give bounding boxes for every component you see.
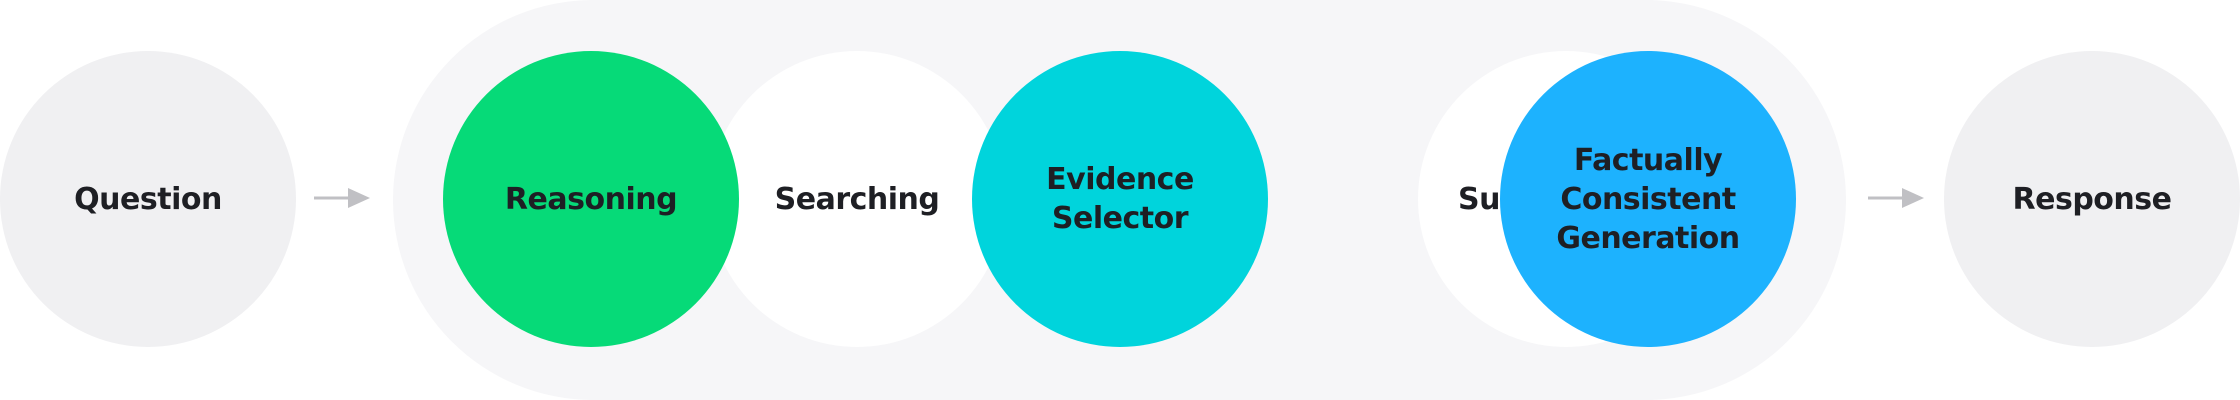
- right-arrow-icon: [314, 188, 370, 208]
- question-label: Question: [74, 181, 222, 217]
- arrow-head: [348, 188, 370, 208]
- right-arrow-icon: [1868, 188, 1924, 208]
- question-node: Question: [0, 51, 296, 347]
- response-node: Response: [1944, 51, 2240, 347]
- reasoning-label: Reasoning: [504, 181, 678, 217]
- reasoning-node: Reasoning: [443, 51, 739, 347]
- factual-generation-label: Factually Consistent Generation: [1556, 142, 1740, 256]
- arrow-head: [1902, 188, 1924, 208]
- response-label: Response: [2012, 181, 2172, 217]
- evidence-selector-label: Evidence Selector: [1046, 162, 1194, 236]
- factual-generation-node: Factually Consistent Generation: [1500, 51, 1796, 347]
- searching-node: Searching: [709, 51, 1005, 347]
- evidence-selector-node: Evidence Selector: [972, 51, 1268, 347]
- searching-label: Searching: [774, 181, 940, 217]
